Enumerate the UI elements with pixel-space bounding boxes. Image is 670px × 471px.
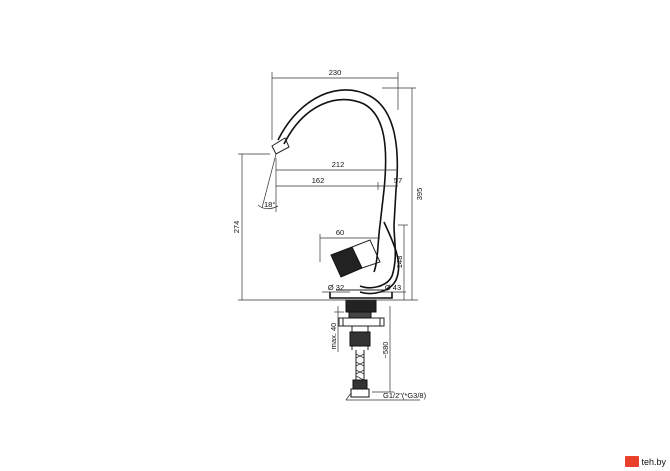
dimension-labels: 230 212 162 57 18° 60 Ø 32 Ø 43 G1/2"(*G… — [232, 68, 427, 400]
dim-handle-length: 60 — [336, 228, 344, 237]
dim-thread: G1/2"(*G3/8) — [383, 391, 427, 400]
dim-spout-height: 274 — [232, 221, 241, 234]
mounting-assembly — [338, 299, 385, 398]
watermark-text: teh.by — [641, 456, 666, 467]
dim-outlet-width: 57 — [394, 176, 402, 185]
dim-handle-offset: 162 — [312, 176, 325, 185]
dim-angle: 18° — [264, 200, 275, 209]
dim-handle-height: 148 — [395, 256, 404, 269]
dimension-lines — [238, 72, 420, 401]
dim-max-thickness: max. 40 — [329, 323, 338, 350]
dim-total-width: 230 — [329, 68, 342, 77]
dim-diameter-base: Ø 43 — [385, 283, 401, 292]
lever-handle — [330, 239, 381, 278]
dim-diameter-small: Ø 32 — [328, 283, 344, 292]
watermark-logo-icon — [625, 456, 640, 467]
faucet-body — [271, 89, 400, 299]
dim-spout-reach: 212 — [332, 160, 345, 169]
dim-hose-length: ~580 — [381, 342, 390, 359]
watermark: teh.by — [625, 456, 666, 467]
dim-total-height: 395 — [415, 188, 424, 201]
